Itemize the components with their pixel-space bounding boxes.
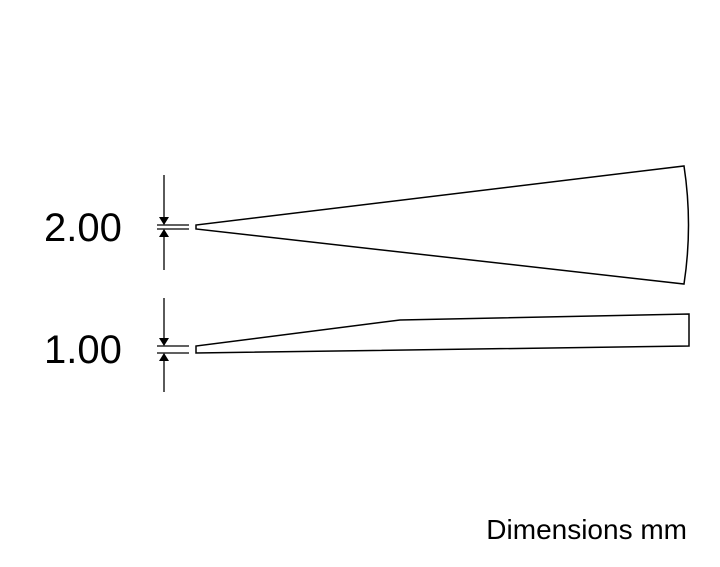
tip-outline-bottom	[195, 313, 690, 354]
tip-outline-top	[195, 165, 690, 285]
dimension-marker-top	[157, 175, 189, 270]
units-note: Dimensions mm	[486, 514, 687, 545]
tip-profile-bottom	[195, 313, 690, 354]
dimension-label-top: 2.00	[44, 206, 122, 250]
dimension-label-bottom: 1.00	[44, 328, 122, 372]
tip-profile-top	[195, 165, 690, 285]
dimension-marker-bottom	[157, 298, 189, 392]
